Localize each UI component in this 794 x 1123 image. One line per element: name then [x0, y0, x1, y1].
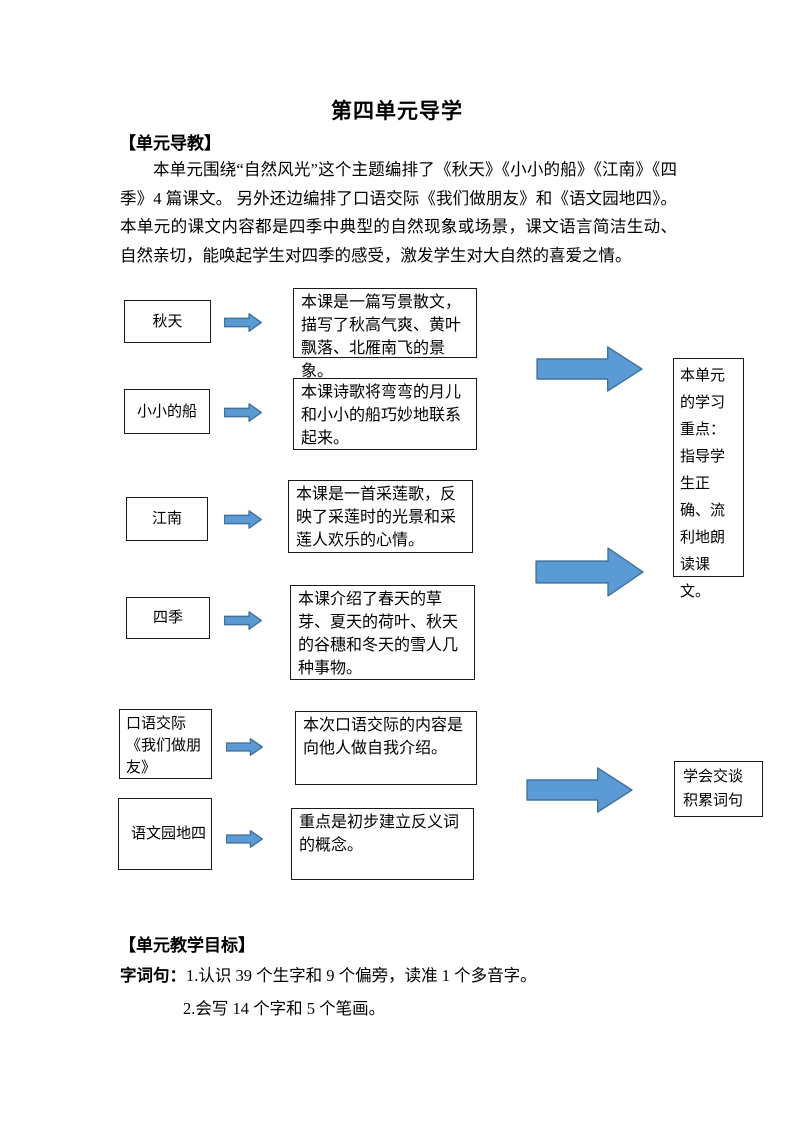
description-box-yuwen-yuandi: 重点是初步建立反义词的概念。	[291, 808, 474, 880]
lesson-box-yuwen-yuandi: 语文园地四	[118, 798, 212, 870]
page-title: 第四单元导学	[331, 99, 463, 123]
intro-paragraph: 本单元围绕“自然风光”这个主题编排了《秋天》《小小的船》《江南》《四季》4 篇课…	[120, 160, 677, 265]
big-right-arrow-icon	[535, 547, 644, 597]
big-right-arrow-icon	[536, 346, 643, 392]
right-arrow-icon	[224, 510, 262, 529]
objective-item-2: 2.会写 14 个字和 5 个笔画。	[183, 999, 386, 1018]
lesson-box-qiutian: 秋天	[124, 300, 211, 343]
lesson-label: 口语交际《我们做朋友》	[126, 716, 202, 776]
objective-item-1: 1.认识 39 个生字和 9 个偏旁，读准 1 个多音字。	[186, 966, 537, 985]
lesson-label: 语文园地四	[131, 826, 207, 842]
summary-box-conversation: 学会交谈 积累词句	[674, 761, 763, 817]
lesson-label: 秋天	[152, 313, 183, 330]
lesson-label: 小小的船	[136, 403, 197, 420]
summary-line: 积累词句	[683, 793, 744, 809]
objectives-label: 字词句：	[120, 966, 186, 985]
right-arrow-icon	[224, 611, 262, 630]
description-box-xiaoxiaodechuan: 本课诗歌将弯弯的月儿和小小的船巧妙地联系起来。	[293, 378, 477, 450]
right-arrow-icon	[224, 403, 262, 422]
objectives-body: 字词句：1.认识 39 个生字和 9 个偏旁，读准 1 个多音字。 2.会写 1…	[120, 959, 680, 1025]
lesson-box-xiaoxiaodechuan: 小小的船	[124, 389, 210, 434]
lesson-box-siji: 四季	[126, 597, 210, 639]
big-right-arrow-icon	[526, 767, 633, 813]
section-header-unit-guide: 【单元导教】	[119, 134, 221, 153]
summary-box-learning-focus: 本单元的学习重点：指导学生正确、流利地朗读课文。	[673, 358, 744, 600]
lesson-label: 江南	[151, 511, 182, 527]
section-header-objectives: 【单元教学目标】	[119, 936, 255, 955]
lesson-box-kouyu-jiaoji: 口语交际《我们做朋友》	[119, 709, 212, 779]
description-box-jiangnan: 本课是一首采莲歌，反映了采莲时的光景和采莲人欢乐的心情。	[288, 480, 473, 553]
right-arrow-icon	[224, 313, 262, 332]
right-arrow-icon	[226, 830, 263, 848]
description-box-kouyu-jiaoji: 本次口语交际的内容是向他人做自我介绍。	[295, 711, 477, 785]
summary-line: 学会交谈	[683, 769, 744, 785]
lesson-label: 四季	[152, 610, 183, 626]
objectives-line1: 字词句：1.认识 39 个生字和 9 个偏旁，读准 1 个多音字。	[120, 959, 680, 992]
description-box-siji: 本课介绍了春天的草芽、夏天的荷叶、秋天的谷穗和冬天的雪人几种事物。	[290, 585, 475, 680]
right-arrow-icon	[226, 738, 263, 756]
description-box-qiutian: 本课是一篇写景散文，描写了秋高气爽、黄叶飘落、北雁南飞的景象。	[293, 288, 477, 380]
lesson-box-jiangnan: 江南	[126, 497, 208, 541]
